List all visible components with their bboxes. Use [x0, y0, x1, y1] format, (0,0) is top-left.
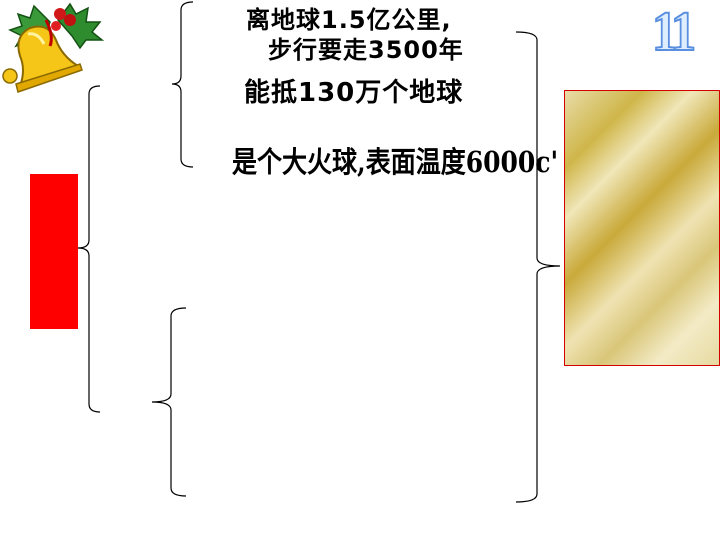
- christmas-bell-icon: [2, 2, 105, 93]
- bracket-left-outer: [77, 85, 101, 413]
- size-text: 能抵130万个地球: [244, 78, 464, 108]
- temperature-text: 是个大火球,表面温度6000c': [232, 145, 559, 180]
- gold-box: [564, 90, 720, 366]
- red-box: [30, 174, 78, 329]
- bracket-top-inner: [171, 1, 194, 168]
- distance-line1-text: 离地球1.5亿公里,: [246, 6, 452, 34]
- distance-line2-text: 步行要走3500年: [268, 36, 464, 64]
- bracket-right: [515, 31, 561, 503]
- bracket-bottom-inner: [151, 307, 187, 497]
- page-number: 11: [651, 0, 697, 64]
